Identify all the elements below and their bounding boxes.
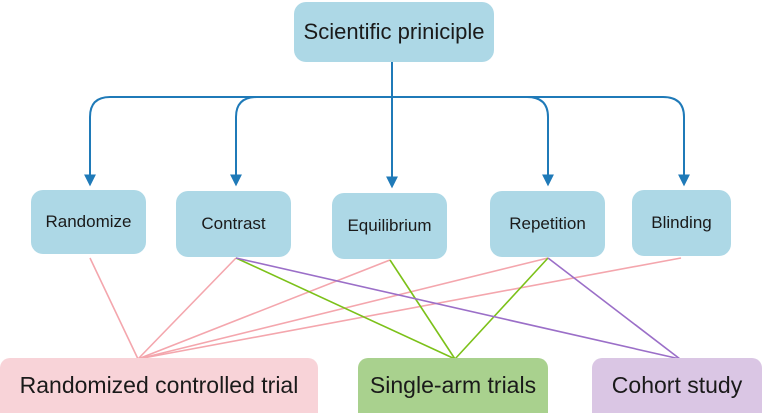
rct-links	[89, 257, 682, 360]
design-node-randomized-controlled-trial: Randomized controlled trial	[0, 358, 318, 413]
link-repetition-cohort	[547, 257, 681, 360]
principle-node-contrast: Contrast	[176, 191, 291, 257]
principle-node-repetition: Repetition	[490, 191, 605, 257]
tree-arrows	[84, 62, 690, 189]
arrow-to-contrast	[230, 96, 392, 187]
link-repetition-rct	[137, 257, 549, 360]
link-equilibrium-rct	[137, 259, 391, 360]
arrow-to-repetition	[392, 96, 554, 187]
principle-label: Contrast	[201, 214, 266, 233]
root-node-scientific-principle: Scientific priniciple	[294, 2, 494, 62]
principle-label: Repetition	[509, 214, 586, 233]
link-blinding-rct	[137, 257, 682, 360]
arrow-to-randomize	[84, 96, 392, 187]
design-node-cohort-study: Cohort study	[592, 358, 762, 413]
link-contrast-cohort	[235, 257, 681, 360]
link-equilibrium-single-arm	[389, 259, 456, 360]
arrow-to-blinding	[392, 96, 690, 187]
principle-label: Equilibrium	[347, 216, 432, 235]
principle-label: Randomize	[45, 212, 132, 231]
principle-node-blinding: Blinding	[632, 190, 731, 256]
link-repetition-single-arm	[454, 257, 549, 360]
link-contrast-single-arm	[235, 257, 456, 360]
design-label: Cohort study	[611, 372, 743, 398]
single-arm-links	[235, 257, 549, 360]
cohort-links	[235, 257, 681, 360]
principle-node-randomize: Randomize	[31, 190, 146, 254]
principle-label: Blinding	[651, 213, 712, 232]
design-label: Randomized controlled trial	[19, 372, 299, 398]
link-contrast-rct	[137, 257, 237, 360]
root-node-label: Scientific priniciple	[303, 19, 485, 44]
link-randomize-rct	[89, 257, 139, 360]
design-label: Single-arm trials	[369, 372, 537, 398]
principle-node-equilibrium: Equilibrium	[332, 193, 447, 259]
design-node-single-arm-trials: Single-arm trials	[358, 358, 548, 413]
